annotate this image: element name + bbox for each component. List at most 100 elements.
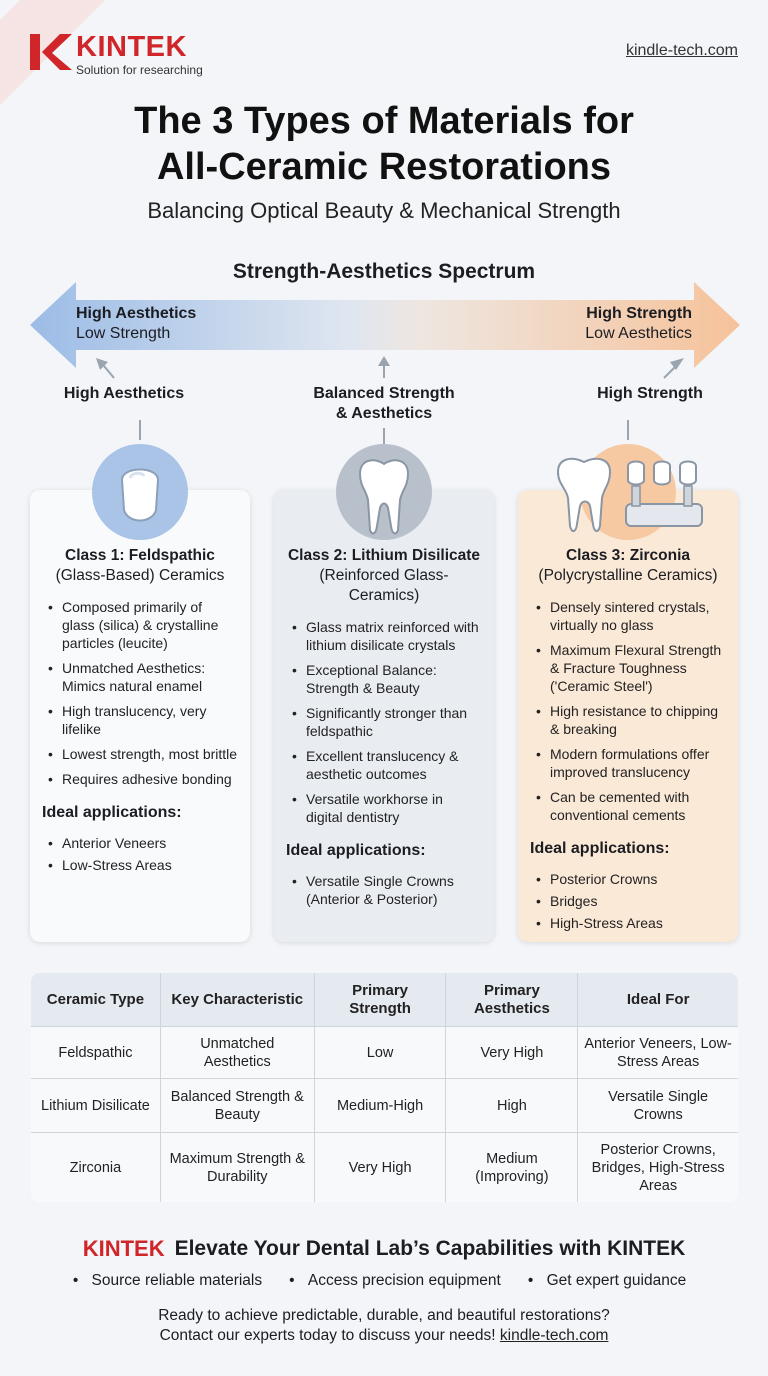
table-header: Ceramic Type xyxy=(31,973,161,1027)
brand-name: KINTEK xyxy=(76,31,187,63)
table-cell: High xyxy=(445,1078,579,1133)
card-title: Class 3: Zirconia (Polycrystalline Ceram… xyxy=(530,546,726,586)
page-title-line: All-Ceramic Restorations xyxy=(156,146,611,188)
spectrum-left-label: High Aesthetics Low Strength xyxy=(76,304,196,344)
cta-bullet-text: Source reliable materials xyxy=(91,1272,263,1289)
cta-bullet: • Access precision equipment xyxy=(289,1272,501,1289)
table-cell: Maximum Strength & Durability xyxy=(159,1132,315,1202)
spectrum-point-strength: High Strength xyxy=(597,385,703,402)
list-item: Composed primarily of glass (silica) & c… xyxy=(42,598,238,652)
spectrum-right-title: High Strength xyxy=(586,305,692,322)
list-item: Glass matrix reinforced with lithium dis… xyxy=(286,618,482,654)
table-cell: Medium (Improving) xyxy=(445,1132,579,1202)
table-header-row: Ceramic Type Key Characteristic Primary … xyxy=(31,973,738,1027)
list-item: Maximum Flexural Strength & Fracture Tou… xyxy=(530,641,726,695)
spectrum-left-title: High Aesthetics xyxy=(76,305,197,322)
table-cell: Feldspathic xyxy=(31,1026,161,1079)
card-title-sub: (Reinforced Glass-Ceramics) xyxy=(319,567,449,604)
list-item: Significantly stronger than feldspathic xyxy=(286,704,482,740)
brand-tagline: Solution for researching xyxy=(76,63,203,77)
page-subtitle: Balancing Optical Beauty & Mechanical St… xyxy=(147,198,621,223)
list-item: High-Stress Areas xyxy=(530,914,726,932)
list-item: Exceptional Balance: Strength & Beauty xyxy=(286,661,482,697)
cta-headline: Elevate Your Dental Lab’s Capabilities w… xyxy=(174,1237,686,1260)
ideal-applications-heading: Ideal applications: xyxy=(530,840,670,857)
ideal-applications-list: Versatile Single Crowns (Anterior & Post… xyxy=(286,872,482,908)
table-cell: Very High xyxy=(445,1026,579,1079)
spectrum-arrow xyxy=(30,282,740,368)
table-header: Primary Aesthetics xyxy=(445,973,579,1027)
table-cell: Unmatched Aesthetics xyxy=(159,1026,315,1079)
cta-brand-logo[interactable]: KINTEK xyxy=(82,1236,165,1261)
spectrum-title: Strength-Aesthetics Spectrum xyxy=(232,260,536,283)
kintek-logo[interactable]: KINTEK Solution for researching xyxy=(30,32,203,77)
cta-bullet-text: Access precision equipment xyxy=(307,1272,501,1289)
crown-icon xyxy=(336,444,432,540)
list-item: Bridges xyxy=(530,892,726,910)
closing-line-text: Contact our experts today to discuss you… xyxy=(159,1327,496,1344)
table-row: Zirconia Maximum Strength & Durability V… xyxy=(31,1132,738,1202)
cta-banner: KINTEK Elevate Your Dental Lab’s Capabil… xyxy=(0,1236,768,1262)
spectrum-right-label: High Strength Low Aesthetics xyxy=(585,304,692,344)
table-cell: Balanced Strength & Beauty xyxy=(159,1078,315,1133)
closing-link[interactable]: kindle-tech.com xyxy=(499,1327,609,1344)
card-bullets: Densely sintered crystals, virtually no … xyxy=(530,598,726,824)
list-item: Anterior Veneers xyxy=(42,834,238,852)
table-cell: Zirconia xyxy=(31,1132,161,1202)
card-title: Class 2: Lithium Disilicate (Reinforced … xyxy=(286,546,482,606)
zirconia-bridge-icon xyxy=(556,444,703,540)
cta-bullets: • Source reliable materials • Access pre… xyxy=(0,1272,768,1290)
table-row: Feldspathic Unmatched Aesthetics Low Ver… xyxy=(31,1026,738,1079)
card-zirconia: Class 3: Zirconia (Polycrystalline Ceram… xyxy=(518,490,738,942)
spectrum-connectors xyxy=(96,356,684,444)
table-header: Ideal For xyxy=(577,973,738,1027)
spectrum-point-balanced-line: Balanced Strength xyxy=(313,385,455,402)
page-title: The 3 Types of Materials for All-Ceramic… xyxy=(0,98,768,190)
table-header: Primary Strength xyxy=(313,973,447,1027)
table-cell: Medium-High xyxy=(313,1078,447,1133)
ideal-applications-heading: Ideal applications: xyxy=(42,804,182,821)
list-item: Requires adhesive bonding xyxy=(42,770,238,788)
spectrum-left-sub: Low Strength xyxy=(76,325,171,342)
card-bullets: Composed primarily of glass (silica) & c… xyxy=(42,598,238,788)
card-title-sub: (Glass-Based) Ceramics xyxy=(55,567,225,584)
spectrum-point-balanced-line: & Aesthetics xyxy=(335,405,433,422)
card-lithium-disilicate: Class 2: Lithium Disilicate (Reinforced … xyxy=(274,490,494,942)
card-title-sub: (Polycrystalline Ceramics) xyxy=(538,567,718,584)
page-title-line: The 3 Types of Materials for xyxy=(134,100,634,142)
card-bullets: Glass matrix reinforced with lithium dis… xyxy=(286,618,482,826)
closing-line: Contact our experts today to discuss you… xyxy=(0,1326,768,1346)
cta-bullet-text: Get expert guidance xyxy=(546,1272,687,1289)
spectrum-right-sub: Low Aesthetics xyxy=(585,325,692,342)
table-cell: Posterior Crowns, Bridges, High-Stress A… xyxy=(577,1132,738,1202)
spectrum-point-aesthetics: High Aesthetics xyxy=(63,385,185,402)
site-link[interactable]: kindle-tech.com xyxy=(625,42,738,59)
table-cell: Very High xyxy=(313,1132,447,1202)
cta-bullet: • Source reliable materials xyxy=(72,1272,263,1289)
table-cell: Versatile Single Crowns xyxy=(577,1078,738,1133)
list-item: Densely sintered crystals, virtually no … xyxy=(530,598,726,634)
table-cell: Anterior Veneers, Low-Stress Areas xyxy=(577,1026,738,1079)
ideal-applications-heading: Ideal applications: xyxy=(286,842,426,859)
closing-line: Ready to achieve predictable, durable, a… xyxy=(158,1307,610,1324)
list-item: Posterior Crowns xyxy=(530,870,726,888)
list-item: High translucency, very lifelike xyxy=(42,702,238,738)
table-row: Lithium Disilicate Balanced Strength & B… xyxy=(31,1078,738,1133)
comparison-table: Ceramic Type Key Characteristic Primary … xyxy=(30,972,739,1203)
list-item: Excellent translucency & aesthetic outco… xyxy=(286,747,482,783)
spectrum-point-balanced: Balanced Strength & Aesthetics xyxy=(284,384,484,424)
table-cell: Low xyxy=(313,1026,447,1079)
table-header: Key Characteristic xyxy=(159,973,315,1027)
list-item: Unmatched Aesthetics: Mimics natural ena… xyxy=(42,659,238,695)
cta-bullet: • Get expert guidance xyxy=(527,1272,687,1289)
list-item: Low-Stress Areas xyxy=(42,856,238,874)
list-item: High resistance to chipping & breaking xyxy=(530,702,726,738)
card-title-main: Class 1: Feldspathic xyxy=(65,547,215,564)
ideal-applications-list: Anterior Veneers Low-Stress Areas xyxy=(42,834,238,874)
veneer-icon xyxy=(92,444,188,540)
card-title: Class 1: Feldspathic (Glass-Based) Ceram… xyxy=(42,546,238,586)
table-cell: Lithium Disilicate xyxy=(31,1078,161,1133)
list-item: Versatile workhorse in digital dentistry xyxy=(286,790,482,826)
list-item: Can be cemented with conventional cement… xyxy=(530,788,726,824)
list-item: Versatile Single Crowns (Anterior & Post… xyxy=(286,872,482,908)
